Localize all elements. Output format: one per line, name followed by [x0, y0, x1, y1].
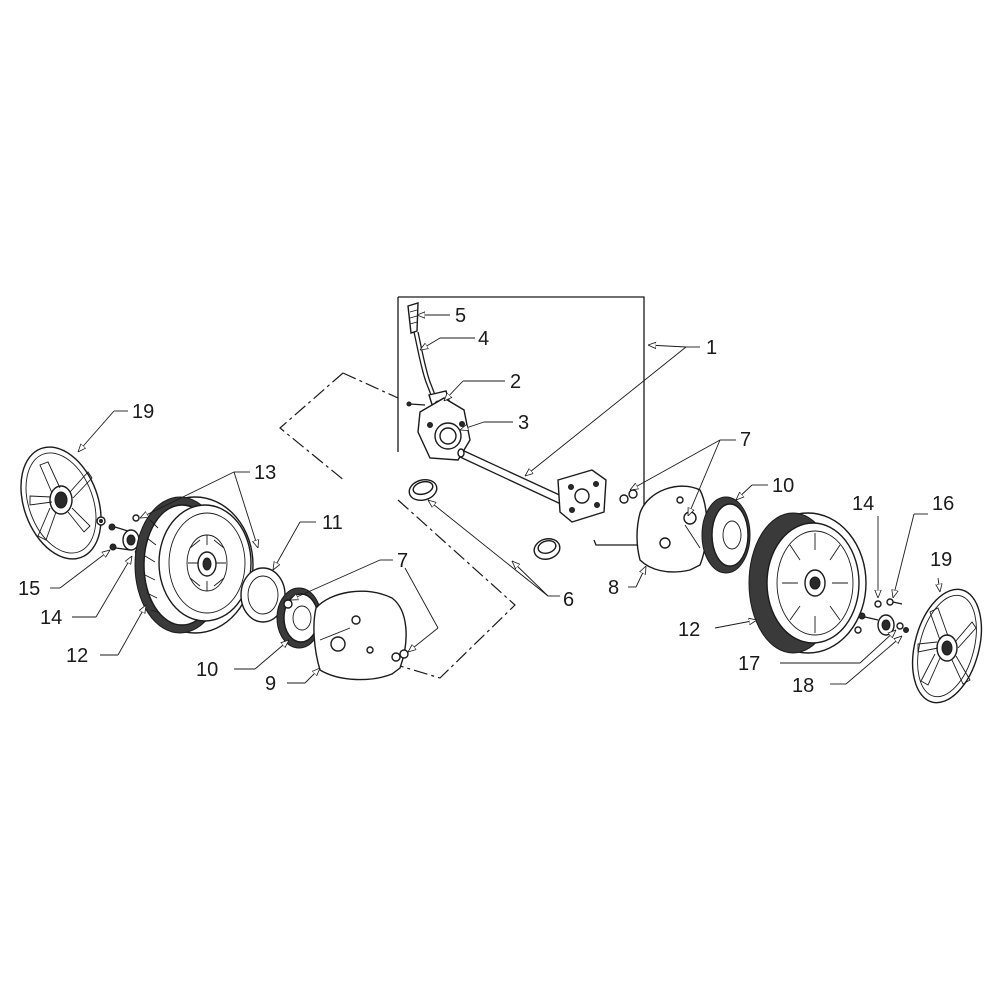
callout-3: 3: [518, 412, 529, 434]
callout-10-left: 10: [196, 659, 218, 681]
right-axle-bracket: [557, 469, 607, 523]
callout-16: 16: [932, 493, 954, 515]
callout-9: 9: [265, 673, 276, 695]
left-plate: [283, 590, 409, 681]
callout-1: 1: [706, 337, 717, 359]
right-wheel: [748, 512, 867, 654]
right-plate: [636, 485, 708, 573]
callout-7-left: 7: [397, 550, 408, 572]
callout-4: 4: [478, 328, 489, 350]
callout-labels: 1 2 3 4 5 6 7 7 8 9 10 10 11 12 12 13 14…: [18, 305, 954, 697]
callout-2: 2: [510, 371, 521, 393]
callout-14-right: 14: [852, 493, 874, 515]
callout-12-right: 12: [678, 619, 700, 641]
callout-18: 18: [792, 675, 814, 697]
callout-10-right: 10: [772, 475, 794, 497]
dash-dot-enclosure: [279, 372, 516, 679]
right-gear: [701, 496, 751, 574]
left-fasteners: [96, 514, 142, 556]
callout-11: 11: [322, 512, 343, 534]
callout-19-left: 19: [132, 401, 154, 423]
callout-6: 6: [563, 589, 574, 611]
left-wheel: [134, 496, 254, 634]
callout-8: 8: [608, 577, 619, 599]
callout-5: 5: [455, 305, 466, 327]
height-adjust-lever: [406, 302, 471, 461]
left-hubcap: [20, 446, 102, 560]
callout-17: 17: [738, 653, 760, 675]
bushing-left: [408, 478, 438, 502]
right-washers: [619, 489, 638, 504]
callout-14-left: 14: [40, 607, 62, 629]
callout-19-right: 19: [930, 549, 952, 571]
axle-shaft: [457, 448, 567, 506]
callout-12-left: 12: [66, 645, 88, 667]
right-hubcap: [911, 588, 983, 704]
callout-15: 15: [18, 578, 40, 600]
leader-lines: [50, 315, 940, 685]
callout-13: 13: [254, 462, 276, 484]
bushing-right: [533, 538, 561, 560]
callout-7-right: 7: [740, 429, 751, 451]
